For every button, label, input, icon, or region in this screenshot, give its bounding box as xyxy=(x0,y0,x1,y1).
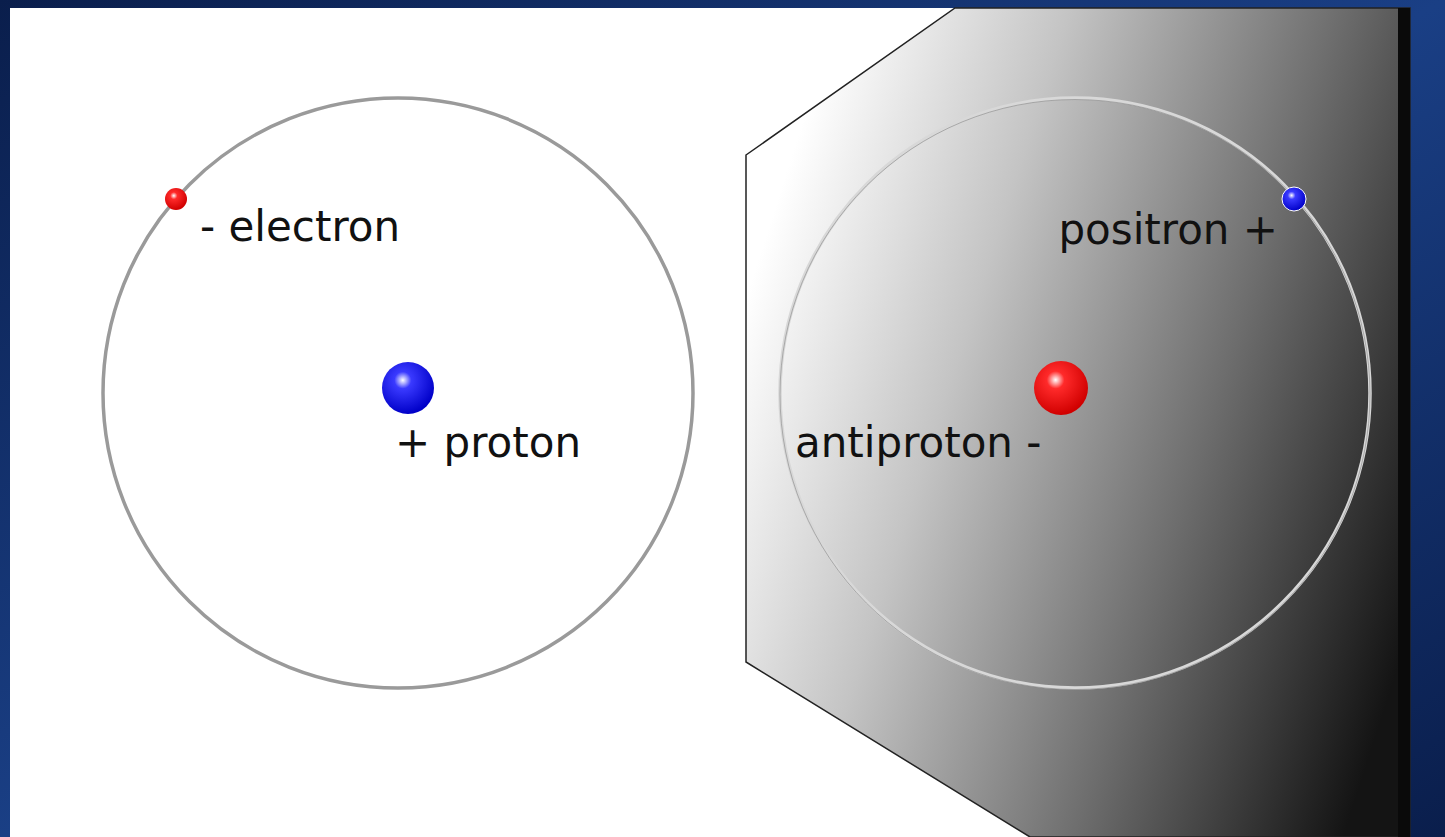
proton-particle xyxy=(382,362,434,414)
electron-particle xyxy=(165,188,187,210)
particle-label: + proton xyxy=(395,422,581,464)
positron-particle xyxy=(1282,187,1306,211)
mirror-panel xyxy=(746,8,1410,837)
particle-label: positron + xyxy=(1058,209,1278,251)
positron-orbit xyxy=(780,98,1370,688)
white-panel xyxy=(10,8,1410,837)
positron-orbit-shadow xyxy=(780,100,1370,690)
electron-orbit xyxy=(103,98,693,688)
particle-label: - electron xyxy=(200,206,400,248)
particle-label: antiproton - xyxy=(795,422,1041,464)
antiproton-particle xyxy=(1034,361,1088,415)
mirror-edge xyxy=(1398,8,1410,837)
